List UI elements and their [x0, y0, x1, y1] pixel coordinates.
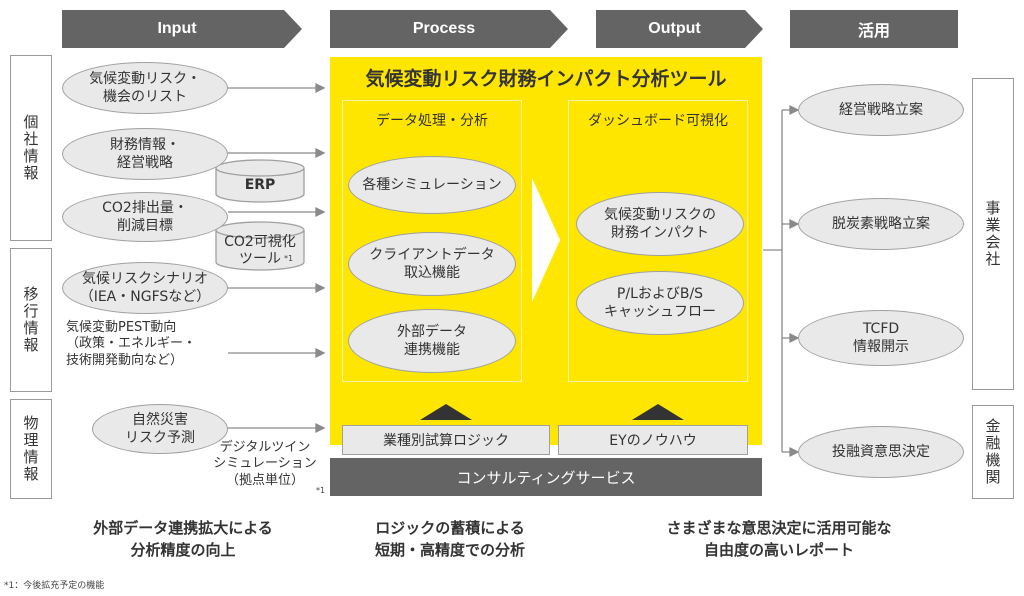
client-data-item: クライアントデータ 取込機能 — [348, 232, 516, 296]
process-caption: ロジックの蓄積による 短期・高精度での分析 — [374, 519, 525, 559]
disaster-input: 自然災害 リスク予測 — [92, 404, 228, 454]
input-header: Input — [157, 20, 197, 37]
knowhow-box: EYのノウハウ — [558, 425, 748, 455]
footnote: *1：今後拡充予定の機能 — [4, 581, 105, 591]
financial-institution-box: 金融機関 — [972, 405, 1014, 499]
transition-info-box: 移行情報 — [10, 248, 52, 392]
dashboard-panel — [568, 100, 748, 382]
business-company-box: 事業会社 — [972, 78, 1014, 390]
financial-impact-item: 気候変動リスクの 財務インパクト — [576, 192, 744, 256]
header-chevrons — [62, 10, 958, 48]
output-chevron-shape — [596, 10, 763, 48]
analysis-panel — [342, 100, 522, 382]
logic-box: 業種別試算ロジック — [342, 425, 550, 455]
scenario-input: 気候リスクシナリオ （IEA・NGFSなど） — [62, 262, 228, 314]
co2-tool-footnote-mark: *1 — [284, 254, 294, 263]
co2-tool-cylinder-shape — [215, 221, 305, 271]
output-header: Output — [648, 20, 701, 37]
erp-cylinder-shape — [215, 159, 305, 203]
pest-input: 気候変動PEST動向 （政策・エネルギー・ 技術開発動向など） — [66, 320, 197, 368]
pl-bs-item: P/LおよびB/S キャッシュフロー — [576, 271, 744, 335]
co2-input: CO2排出量・ 削減目標 — [62, 192, 228, 242]
tcfd-output: TCFD 情報開示 — [798, 310, 964, 366]
logic-triangle-shape — [420, 404, 472, 420]
usage-header: 活用 — [857, 23, 890, 40]
digital-twin-footnote-mark: *1 — [316, 486, 326, 495]
risk-list-input: 気候変動リスク・ 機会のリスト — [62, 62, 228, 114]
simulation-item: 各種シミュレーション — [348, 156, 516, 214]
process-chevron-shape — [330, 10, 568, 48]
dashboard-title: ダッシュボード可視化 — [588, 113, 728, 129]
process-arrow-shape — [532, 178, 560, 302]
erp-label: ERP — [244, 177, 276, 193]
output-caption: さまざまな意思決定に活用可能な 自由度の高いレポート — [666, 519, 892, 559]
consulting-bar: コンサルティングサービス — [330, 458, 762, 496]
decarbonization-output: 脱炭素戦略立案 — [798, 198, 964, 250]
digital-twin-label: デジタルツイン シミュレーション （拠点単位） — [213, 440, 317, 488]
financial-input: 財務情報・ 経営戦略 — [62, 128, 228, 180]
process-header: Process — [412, 20, 476, 37]
company-info-box: 個社情報 — [10, 55, 52, 241]
input-chevron-shape — [62, 10, 302, 48]
analysis-title: データ処理・分析 — [376, 113, 488, 129]
usage-header-shape — [790, 10, 958, 48]
physical-info-box: 物理情報 — [10, 399, 52, 499]
tool-title: 気候変動リスク財務インパクト分析ツール — [365, 68, 727, 90]
investment-output: 投融資意思決定 — [798, 426, 964, 478]
knowhow-triangle-shape — [632, 404, 684, 420]
management-strategy-output: 経営戦略立案 — [798, 84, 964, 136]
external-data-item: 外部データ 連携機能 — [348, 309, 516, 373]
input-caption: 外部データ連携拡大による 分析精度の向上 — [93, 519, 273, 559]
co2-tool-label: CO2可視化 ツール — [224, 234, 296, 267]
